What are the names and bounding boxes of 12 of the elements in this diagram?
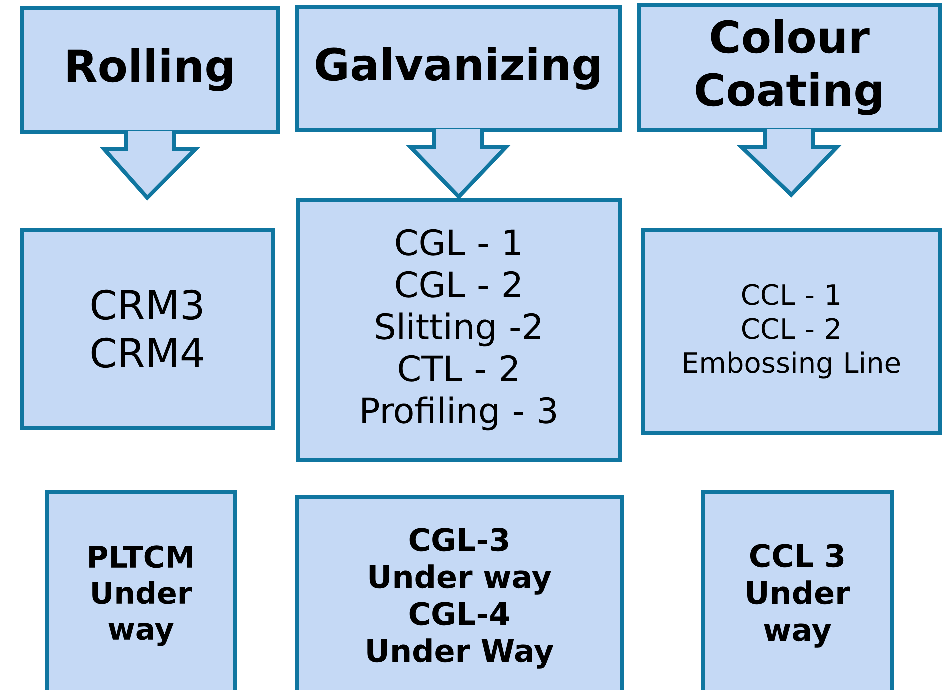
status-box: CGL-3 Under way CGL-4 Under Way: [295, 495, 624, 690]
heading-box: Rolling: [20, 6, 280, 134]
block-arrow: [736, 127, 842, 198]
heading-box: Colour Coating: [637, 3, 942, 132]
heading-box: Galvanizing: [295, 5, 622, 132]
process-box: CGL - 1 CGL - 2 Slitting -2 CTL - 2 Profiling - 3: [296, 198, 622, 462]
block-arrow: [100, 129, 201, 201]
status-box: PLTCM Under way: [45, 490, 237, 690]
status-box: CCL 3 Under way: [701, 490, 894, 690]
process-box: CCL - 1 CCL - 2 Embossing Line: [641, 228, 942, 435]
block-arrow: [406, 127, 512, 200]
process-box: CRM3 CRM4: [20, 228, 275, 430]
